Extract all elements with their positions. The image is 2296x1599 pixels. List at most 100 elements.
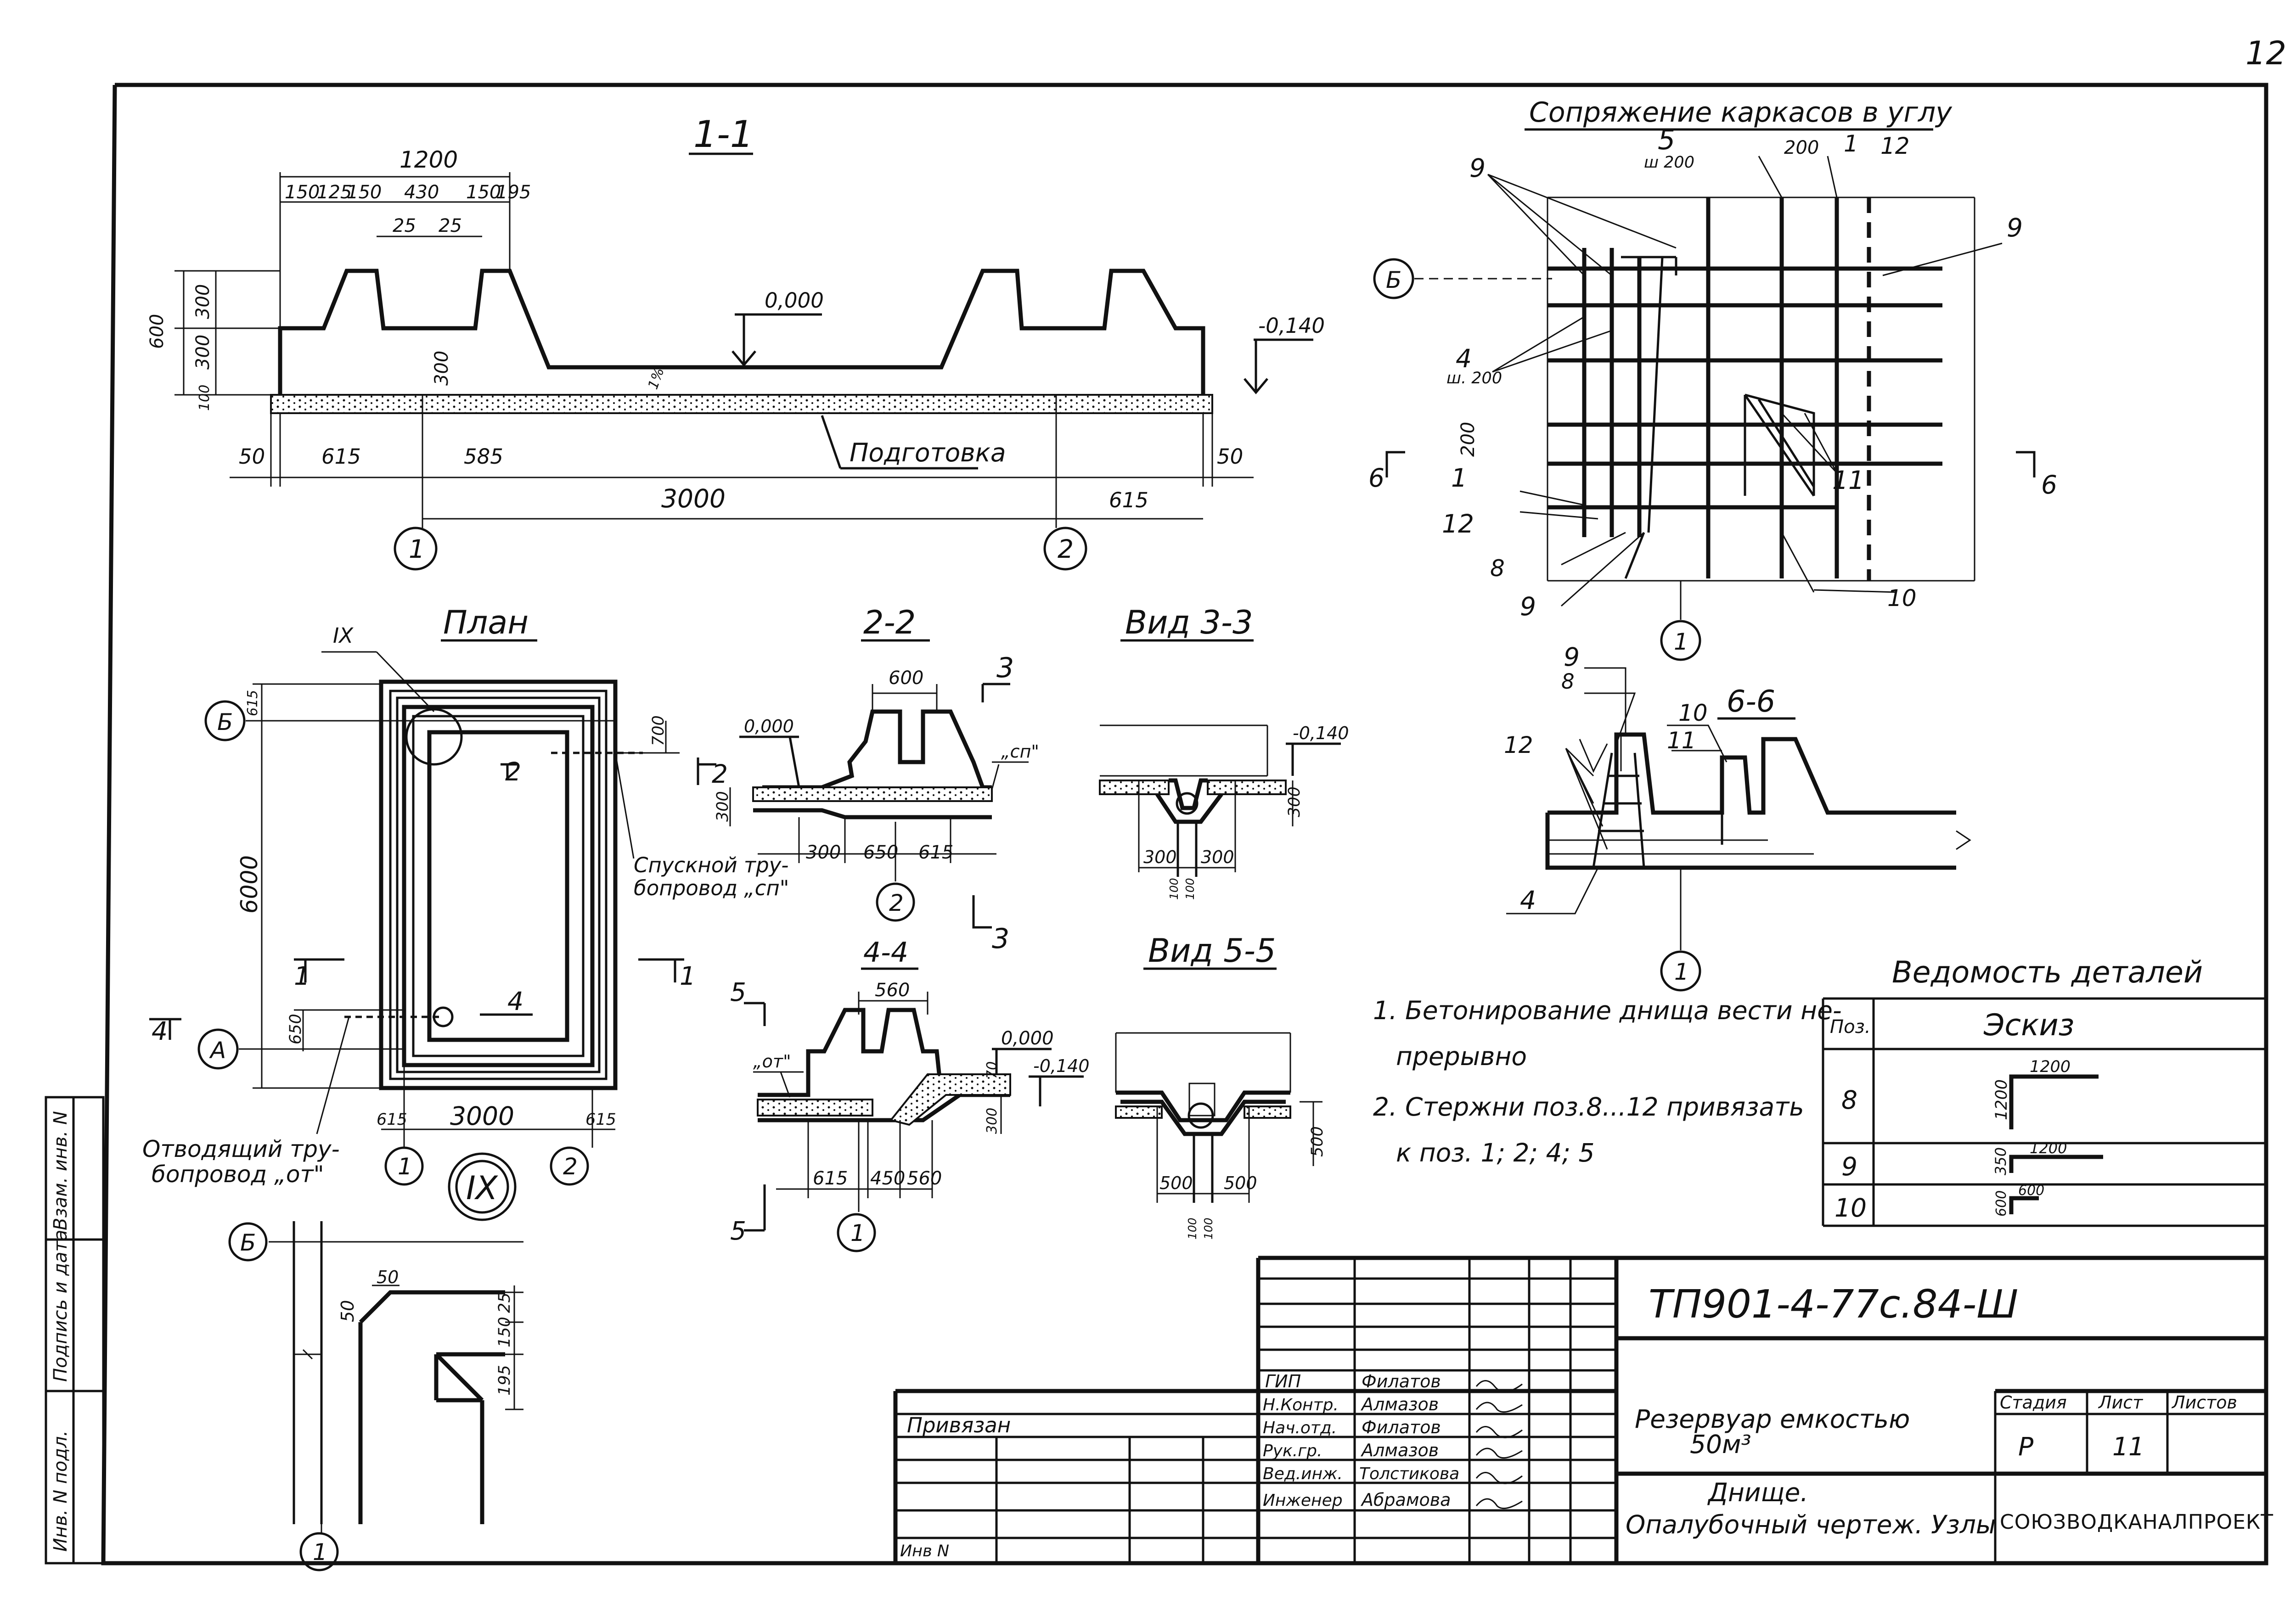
dimension: 100 — [1183, 878, 1197, 900]
dimension: 150 — [347, 182, 382, 203]
table-cell: 9 — [1841, 1152, 1857, 1181]
sketch-dimension: 600 — [2018, 1183, 2044, 1199]
callout-label: 11 — [1667, 727, 1696, 754]
section-4-4: 4-4 560 0,000 -0,140 70 300 „от" 615 450… — [730, 937, 1090, 1252]
section-6-6: 6-6 9 8 12 10 11 4 1 — [1504, 642, 1971, 992]
dimension: 50 — [338, 1300, 358, 1322]
dimension: 450 — [870, 1168, 905, 1189]
dimension: 615 — [377, 1111, 407, 1129]
table-cell: 10 — [1835, 1193, 1867, 1223]
dimension: 300 — [1143, 847, 1177, 867]
dimension: 500 — [1308, 1126, 1327, 1157]
side-stamp-label: Взам. инв. N — [50, 1111, 71, 1230]
dimension: 1% — [645, 365, 668, 392]
role-label: Инженер — [1263, 1491, 1343, 1510]
name-label: Толстикова — [1359, 1464, 1459, 1483]
sketch-dimension: 600 — [1993, 1190, 2009, 1217]
callout-label: 9 — [1520, 592, 1536, 621]
section-cut-label: 1 — [294, 961, 310, 991]
details-table: Ведомость деталей Поз. Эскиз 8 9 10 1200… — [1822, 955, 2266, 1227]
sheet-frame — [101, 83, 2268, 1565]
level-mark: -0,140 — [1258, 314, 1325, 338]
dimension: 585 — [464, 444, 503, 469]
inv-label: Инв N — [900, 1542, 949, 1560]
dimension: 300 — [984, 1108, 1000, 1134]
callout-label: 9 — [1564, 642, 1580, 672]
dimension: 650 — [287, 1014, 305, 1044]
name-label: Алмазов — [1360, 1394, 1439, 1414]
dimension: 430 — [404, 182, 439, 203]
dimension: 150 — [285, 182, 320, 203]
dimension: 50 — [377, 1267, 399, 1287]
table-header: Поз. — [1830, 1016, 1871, 1038]
dimension: 500 — [1224, 1173, 1257, 1193]
dimension: 615 — [918, 842, 953, 863]
level-mark: 0,000 — [1001, 1028, 1054, 1049]
pipe-label: бопровод „от" — [152, 1161, 324, 1188]
dimension: 100 — [197, 385, 213, 411]
callout-label: 10 — [1887, 585, 1917, 612]
label: „сп" — [1001, 741, 1039, 762]
view-3-3: Вид 3-3 -0,140 300 300 300 100 100 — [1099, 604, 1349, 900]
callout-label: 200 — [1458, 422, 1479, 457]
sketch-dimension: 1200 — [2030, 1058, 2071, 1076]
role-label: Н.Контр. — [1263, 1396, 1339, 1414]
section-cut-label: 6 — [2041, 470, 2057, 499]
section-1-1: 1-1 1200 150 125 150 430 150 195 25 25 6… — [146, 113, 1325, 571]
dimension: 3000 — [661, 484, 726, 513]
callout-label: 8 — [1561, 669, 1575, 694]
dimension: 50 — [1217, 444, 1243, 469]
section-cut-label: 2 — [712, 759, 728, 789]
dimension: 615 — [321, 444, 361, 469]
title-block: ТП901-4-77с.84-Ш Привязан Инв N ГИП Н.Ко… — [893, 1256, 2273, 1563]
dimension: 300 — [1285, 786, 1304, 817]
axis-marker: 1 — [1674, 959, 1689, 985]
plan-view: План IX Б А 1 2 IX 6000 615 650 — [142, 604, 789, 1221]
dimension: 100 — [1186, 1217, 1199, 1240]
dimension: 700 — [649, 715, 668, 746]
dimension: 615 — [245, 690, 261, 716]
node-mark: IX — [333, 623, 354, 648]
node-ix-detail: Б 50 50 25 150 195 1 — [228, 1221, 523, 1571]
section-cut-label: 5 — [730, 977, 746, 1007]
table-header: Эскиз — [1983, 1008, 2074, 1043]
section-title: 6-6 — [1727, 684, 1775, 719]
dimension: 560 — [907, 1168, 942, 1189]
name-label: Абрамова — [1360, 1490, 1451, 1510]
dimension: 300 — [806, 842, 841, 863]
object-name: 50м³ — [1690, 1430, 1751, 1459]
pipe-label: Отводящий тру- — [142, 1136, 340, 1162]
label: „от" — [753, 1051, 791, 1072]
section-title: План — [443, 604, 529, 641]
dimension: 300 — [192, 284, 214, 319]
callout-label: 12 — [1504, 732, 1533, 758]
section-2-2: 2-2 600 0,000 „сп" 300 300 650 615 2 3 3… — [697, 604, 1039, 955]
pipe-label: бопровод „сп" — [634, 876, 789, 900]
axis-marker: 2 — [1058, 534, 1074, 564]
dimension: 100 — [1167, 878, 1181, 900]
callout-label: 8 — [1490, 555, 1505, 582]
name-label: Филатов — [1362, 1371, 1441, 1391]
section-cut-label: 1 — [680, 961, 696, 991]
corner-join: Сопряжение каркасов в углу 5 ш 200 200 1… — [1368, 96, 2057, 661]
callout-label: 1 — [1451, 463, 1467, 493]
section-cut-label: 4 — [152, 1016, 168, 1046]
dimension: 600 — [146, 314, 168, 349]
sheet-title: Днище. — [1707, 1478, 1808, 1507]
callout-label: 9 — [1469, 153, 1486, 183]
dimension: 25 — [495, 1292, 514, 1313]
level-mark: 0,000 — [765, 288, 824, 313]
sketch-dimension: 1200 — [2030, 1139, 2067, 1157]
side-stamp-label: Подпись и дата — [50, 1230, 71, 1382]
axis-marker: 2 — [563, 1153, 578, 1180]
callout-label: 12 — [1880, 133, 1910, 159]
axis-marker: 2 — [889, 890, 904, 916]
dimension: 195 — [495, 1365, 514, 1396]
object-name: Резервуар емкостью — [1635, 1404, 1910, 1434]
pipe-label: Спускной тру- — [634, 853, 789, 877]
level-mark: -0,140 — [1033, 1056, 1090, 1076]
dimension: 600 — [889, 668, 923, 689]
section-cut-label: 5 — [730, 1216, 746, 1246]
callout-label: 4 — [1520, 886, 1536, 915]
